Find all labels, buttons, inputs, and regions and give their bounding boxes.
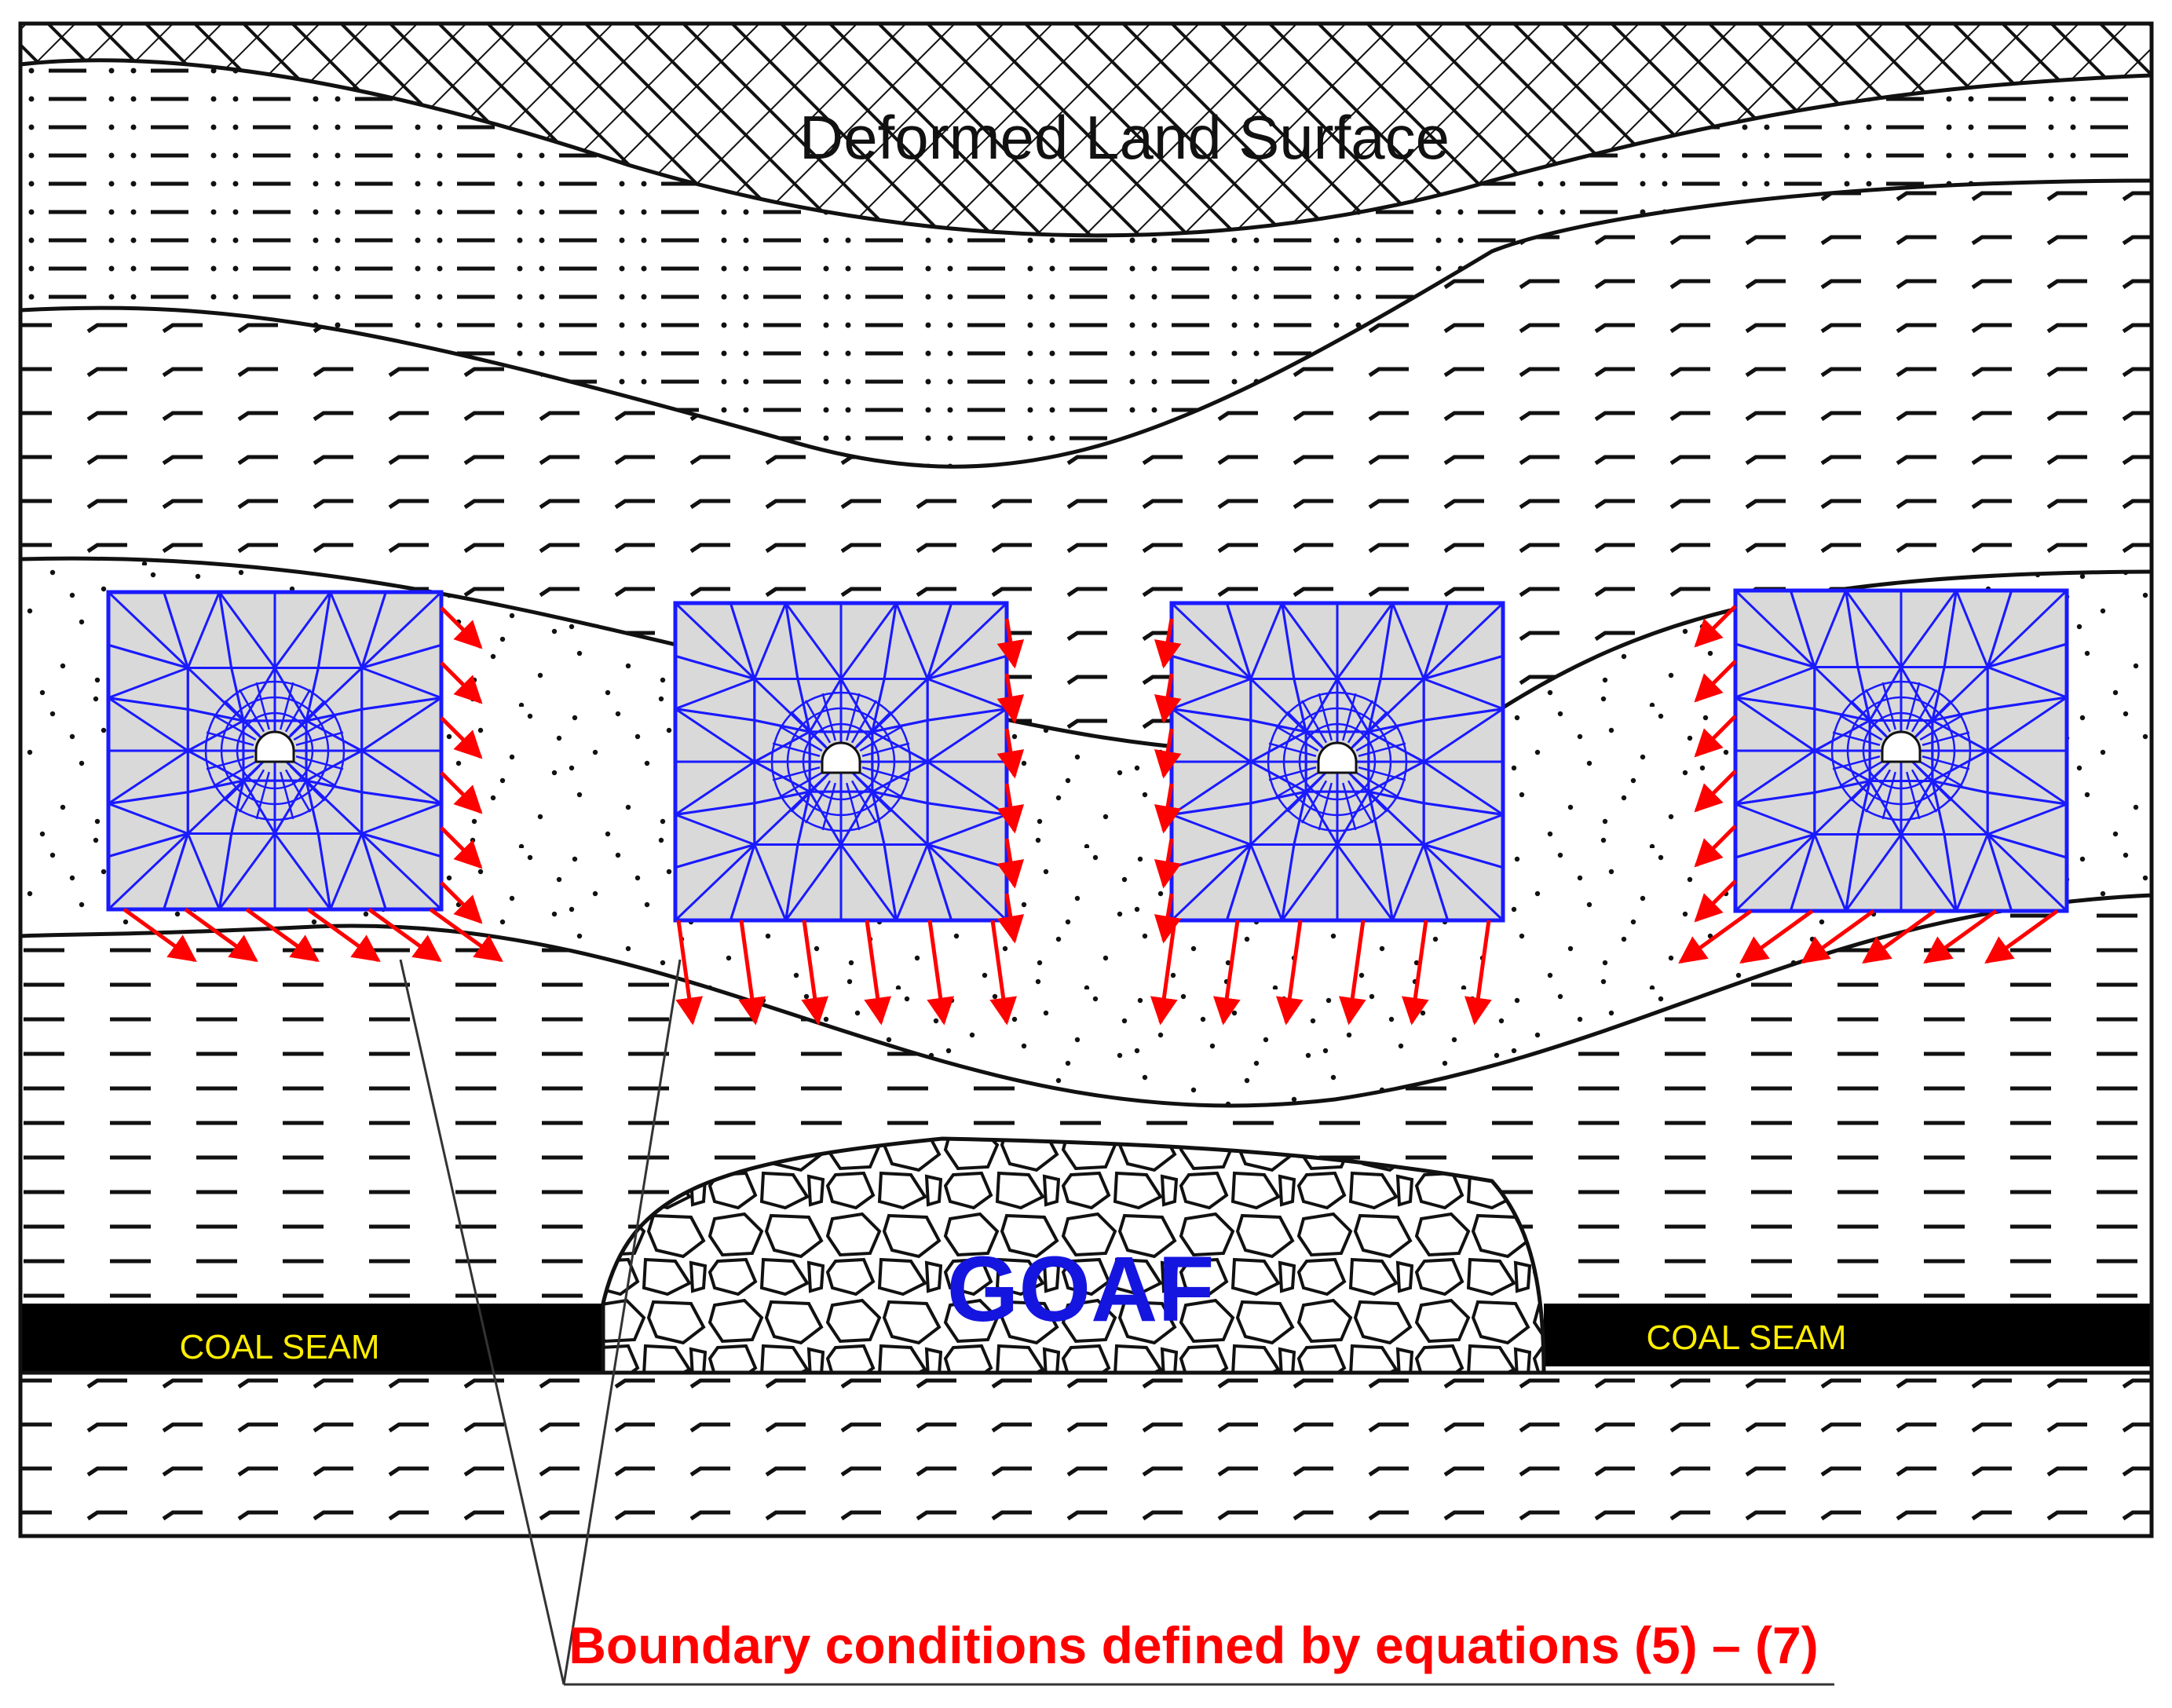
- boundary-arrow-icon: [440, 716, 483, 759]
- goaf-zone: [601, 1136, 1546, 1375]
- boundary-arrow-icon: [1154, 838, 1182, 889]
- boundary-arrow-icon: [429, 907, 503, 963]
- tunnel-icon: [1317, 741, 1358, 774]
- boundary-arrow-icon: [184, 907, 258, 963]
- boundary-arrow-icon: [927, 920, 955, 1026]
- boundary-arrow-icon: [1694, 825, 1737, 868]
- boundary-arrow-icon: [996, 893, 1025, 944]
- boundary-arrow-icon: [1862, 909, 1936, 964]
- boundary-arrow-icon: [996, 838, 1025, 889]
- mesh-block-3: [1169, 601, 1505, 923]
- boundary-conditions-caption: Boundary conditions defined by equations…: [569, 1616, 1818, 1674]
- boundary-arrow-icon: [1338, 920, 1366, 1026]
- boundary-arrow-icon: [1154, 673, 1182, 724]
- tunnel-icon: [254, 730, 295, 763]
- deformed-land-surface-layer: [18, 21, 2154, 238]
- floor-stratum: [20, 1373, 2152, 1536]
- boundary-arrow-icon: [1154, 618, 1182, 669]
- coal-seam-left-label: COAL SEAM: [179, 1328, 379, 1366]
- section-frame: [18, 21, 2154, 1538]
- boundary-arrow-icon: [1694, 660, 1737, 703]
- boundary-arrow-icon: [1694, 770, 1737, 813]
- boundary-arrow-icon: [1212, 920, 1241, 1026]
- shale-stratum: [20, 181, 2152, 753]
- coal-seam-right-label: COAL SEAM: [1646, 1318, 1846, 1357]
- boundary-arrow-icon: [1464, 920, 1492, 1026]
- boundary-arrow-icon: [440, 661, 483, 704]
- sandstone-stratum: [20, 558, 2152, 1106]
- boundary-arrow-icon: [996, 728, 1025, 779]
- boundary-arrow-icon: [1739, 909, 1814, 964]
- boundary-arrow-icon: [440, 606, 483, 649]
- coal-seam-right: [1544, 1304, 2152, 1366]
- mesh-block-1: [106, 590, 444, 912]
- boundary-arrow-icon: [1154, 728, 1182, 779]
- boundary-arrow-icon: [864, 920, 892, 1026]
- boundary-arrow-icon: [1154, 783, 1182, 834]
- lower-stratum: [20, 895, 2152, 1304]
- boundary-arrow-icon: [801, 920, 829, 1026]
- coal-seam-left: [20, 1304, 603, 1373]
- boundary-arrows: [122, 605, 2059, 1026]
- boundary-arrow-icon: [738, 920, 766, 1026]
- boundary-arrow-icon: [1694, 880, 1737, 923]
- boundary-arrow-icon: [440, 881, 483, 924]
- mesh-block-4: [1733, 588, 2069, 913]
- boundary-arrow-icon: [989, 920, 1018, 1026]
- mesh-block-2: [673, 601, 1009, 923]
- boundary-arrow-icon: [996, 783, 1025, 834]
- boundary-arrow-icon: [1678, 909, 1753, 964]
- tunnel-icon: [1881, 730, 1922, 763]
- boundary-arrow-icon: [367, 907, 442, 963]
- boundary-arrow-icon: [306, 907, 381, 963]
- boundary-arrow-icon: [122, 907, 197, 963]
- stratum-boundary-1: [20, 178, 2152, 469]
- deformed-land-surface-label: Deformed Land Surface: [799, 103, 1450, 172]
- boundary-arrow-icon: [245, 907, 320, 963]
- boundary-arrow-icon: [1694, 605, 1737, 648]
- mesh-blocks: [106, 588, 2069, 923]
- boundary-arrow-icon: [1401, 920, 1429, 1026]
- boundary-arrow-icon: [996, 618, 1025, 669]
- boundary-arrow-icon: [440, 826, 483, 869]
- boundary-arrow-icon: [1154, 893, 1182, 944]
- boundary-arrow-icon: [1801, 909, 1875, 964]
- caption-leader-lines: [399, 959, 1834, 1686]
- boundary-arrow-icon: [1694, 715, 1737, 758]
- tunnel-icon: [821, 741, 861, 774]
- boundary-arrow-icon: [440, 771, 483, 814]
- boundary-arrow-icon: [675, 920, 704, 1026]
- boundary-arrow-icon: [1923, 909, 1998, 964]
- boundary-arrow-icon: [1275, 920, 1304, 1026]
- boundary-arrow-icon: [1984, 909, 2059, 964]
- goaf-label: GOAF: [947, 1238, 1215, 1341]
- boundary-arrow-icon: [996, 673, 1025, 724]
